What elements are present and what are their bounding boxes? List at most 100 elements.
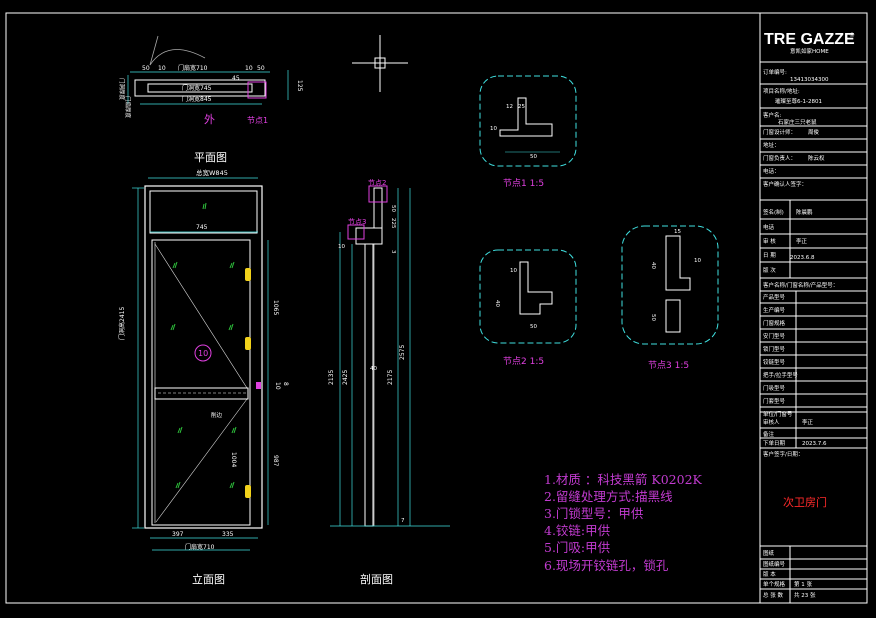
- node1-label: 节点1 1:5: [503, 178, 544, 189]
- svg-text:璀璨至尊6-1-2801: 璀璨至尊6-1-2801: [775, 97, 822, 105]
- mid-rail: [154, 387, 249, 400]
- svg-text:项目名称/地址:: 项目名称/地址:: [763, 87, 800, 95]
- door-frame-outer: [144, 185, 263, 529]
- svg-text:门套型号: 门套型号: [763, 397, 786, 405]
- svg-text:2135: 2135: [328, 370, 335, 385]
- svg-text:下单日期: 下单日期: [763, 439, 786, 447]
- svg-text:10: 10: [338, 244, 345, 250]
- svg-text:订单编号:: 订单编号:: [763, 68, 787, 76]
- note-4: 4.铰链:甲供: [544, 523, 610, 538]
- node2-label: 节点2 1:5: [503, 356, 544, 367]
- svg-text:7: 7: [401, 518, 405, 524]
- note-3: 3.门锁型号：甲供: [544, 506, 643, 521]
- transom: [149, 190, 258, 234]
- node3-label: 节点3 1:5: [648, 360, 689, 371]
- svg-text:门扇厚度: 门扇厚度: [124, 96, 132, 119]
- svg-text:单位/门窗号: 单位/门窗号: [763, 410, 793, 418]
- svg-text:客户确认人签字：: 客户确认人签字：: [763, 180, 807, 188]
- crosshair-cursor: [352, 35, 408, 92]
- svg-text:把手/拉手型号: 把手/拉手型号: [763, 371, 798, 379]
- svg-text:门窗负责人：: 门窗负责人：: [763, 154, 796, 162]
- section-node2-marker: [368, 185, 388, 203]
- svg-text:版 本: 版 本: [763, 570, 776, 578]
- section-head: [355, 227, 383, 245]
- svg-text:10: 10: [274, 382, 281, 390]
- svg-text:45: 45: [232, 75, 240, 82]
- svg-text:50: 50: [142, 65, 150, 72]
- svg-text:共 23 张: 共 23 张: [794, 591, 816, 599]
- svg-text:15: 15: [674, 229, 681, 235]
- svg-text:审 核: 审 核: [763, 237, 776, 245]
- plan-outside-label: 外: [204, 113, 215, 126]
- svg-text:第 1 张: 第 1 张: [794, 580, 812, 588]
- svg-text:审核人: 审核人: [763, 418, 780, 426]
- section-node3-label: 节点3: [348, 218, 366, 226]
- section-view: 节点2 节点3 2135 2425 2575 2175 50 225 10 3 …: [328, 179, 450, 586]
- svg-text:李正: 李正: [802, 418, 814, 426]
- material-notes: 1.材质 ：科技黑箭 K0202K 2.留缝处理方式:描黑线 3.门锁型号：甲供…: [544, 472, 703, 573]
- svg-text:备注: 备注: [763, 430, 775, 438]
- plan-width-top: 门扇宽710: [178, 64, 208, 72]
- plan-node-marker: [247, 81, 267, 99]
- elev-left-height: 门洞高2415: [118, 307, 126, 340]
- svg-text:13413034300: 13413034300: [790, 77, 829, 83]
- svg-text:签名(制): 签名(制): [763, 208, 784, 216]
- svg-text:李正: 李正: [796, 237, 808, 245]
- svg-text:2023.7.6: 2023.7.6: [802, 441, 827, 447]
- svg-text:门洞厚度: 门洞厚度: [118, 78, 126, 101]
- svg-text:50: 50: [390, 205, 396, 212]
- svg-text:12: 12: [506, 104, 513, 110]
- section-leaf: [364, 243, 374, 527]
- svg-text:50: 50: [650, 314, 656, 321]
- svg-text:®: ®: [849, 32, 855, 39]
- door-number-circle: [194, 344, 212, 362]
- svg-text:图纸编号: 图纸编号: [763, 560, 786, 568]
- svg-text:版 次: 版 次: [763, 266, 776, 274]
- svg-text:客户名:: 客户名:: [763, 111, 782, 119]
- glass-hatch-marks: [170, 202, 237, 489]
- brand-sub: 意凯如家HOME: [790, 47, 829, 55]
- svg-text:40: 40: [650, 262, 656, 269]
- svg-text:门窗规格: 门窗规格: [763, 319, 786, 327]
- plan-width-mid2: 门洞宽845: [182, 95, 212, 103]
- elevation-view: 总宽W845 745 10 削边: [118, 168, 289, 586]
- hinges: [245, 268, 251, 498]
- svg-text:125: 125: [296, 80, 303, 92]
- svg-text:10: 10: [245, 65, 253, 72]
- glass-diagonal-bottom: [155, 398, 248, 523]
- svg-text:2575: 2575: [399, 345, 406, 360]
- svg-text:335: 335: [222, 531, 234, 538]
- svg-text:40: 40: [494, 300, 500, 307]
- svg-text:3: 3: [390, 250, 396, 254]
- sheet-border: [5, 12, 868, 604]
- svg-text:10: 10: [694, 258, 701, 264]
- svg-text:10: 10: [158, 65, 166, 72]
- svg-text:10: 10: [198, 349, 208, 358]
- detail-node-2: 10 40 50 节点2 1:5: [479, 249, 577, 367]
- svg-text:2023.6.8: 2023.6.8: [790, 255, 815, 261]
- svg-text:陈晨鹏: 陈晨鹏: [796, 208, 813, 216]
- svg-text:10: 10: [490, 126, 497, 132]
- plan-view: 门扇宽710 门洞宽745 门洞宽845 50 10 10 50 45 125 …: [118, 35, 303, 164]
- svg-text:总 张 数: 总 张 数: [763, 591, 783, 599]
- svg-text:8: 8: [282, 382, 289, 386]
- svg-text:客户名称/门窗名称/产品型号：: 客户名称/门窗名称/产品型号：: [763, 281, 838, 289]
- detail-node-3: 15 40 10 50 节点3 1:5: [621, 225, 719, 371]
- section-jamb-top: [373, 187, 383, 229]
- svg-text:日 期: 日 期: [763, 252, 776, 259]
- svg-text:10: 10: [510, 268, 517, 274]
- note-1: 1.材质 ：科技黑箭 K0202K: [544, 472, 703, 487]
- svg-text:图纸: 图纸: [763, 549, 775, 557]
- svg-text:2175: 2175: [387, 370, 394, 385]
- title-block-rows: 产品型号 生产编号 门窗规格 安门型号 锁门型号 铰链型号 把手/拉手型号 门吸…: [760, 291, 867, 448]
- note-2: 2.留缝处理方式:描黑线: [544, 489, 673, 504]
- glass-diagonal-top: [154, 243, 248, 389]
- svg-text:电话：: 电话：: [763, 167, 780, 175]
- svg-text:50: 50: [530, 154, 537, 160]
- elev-bottom-width: 门扇宽710: [185, 543, 215, 551]
- svg-text:397: 397: [172, 531, 184, 538]
- door-swing-arc: [149, 49, 206, 66]
- brand-logo: TRE GAZZE: [764, 31, 855, 48]
